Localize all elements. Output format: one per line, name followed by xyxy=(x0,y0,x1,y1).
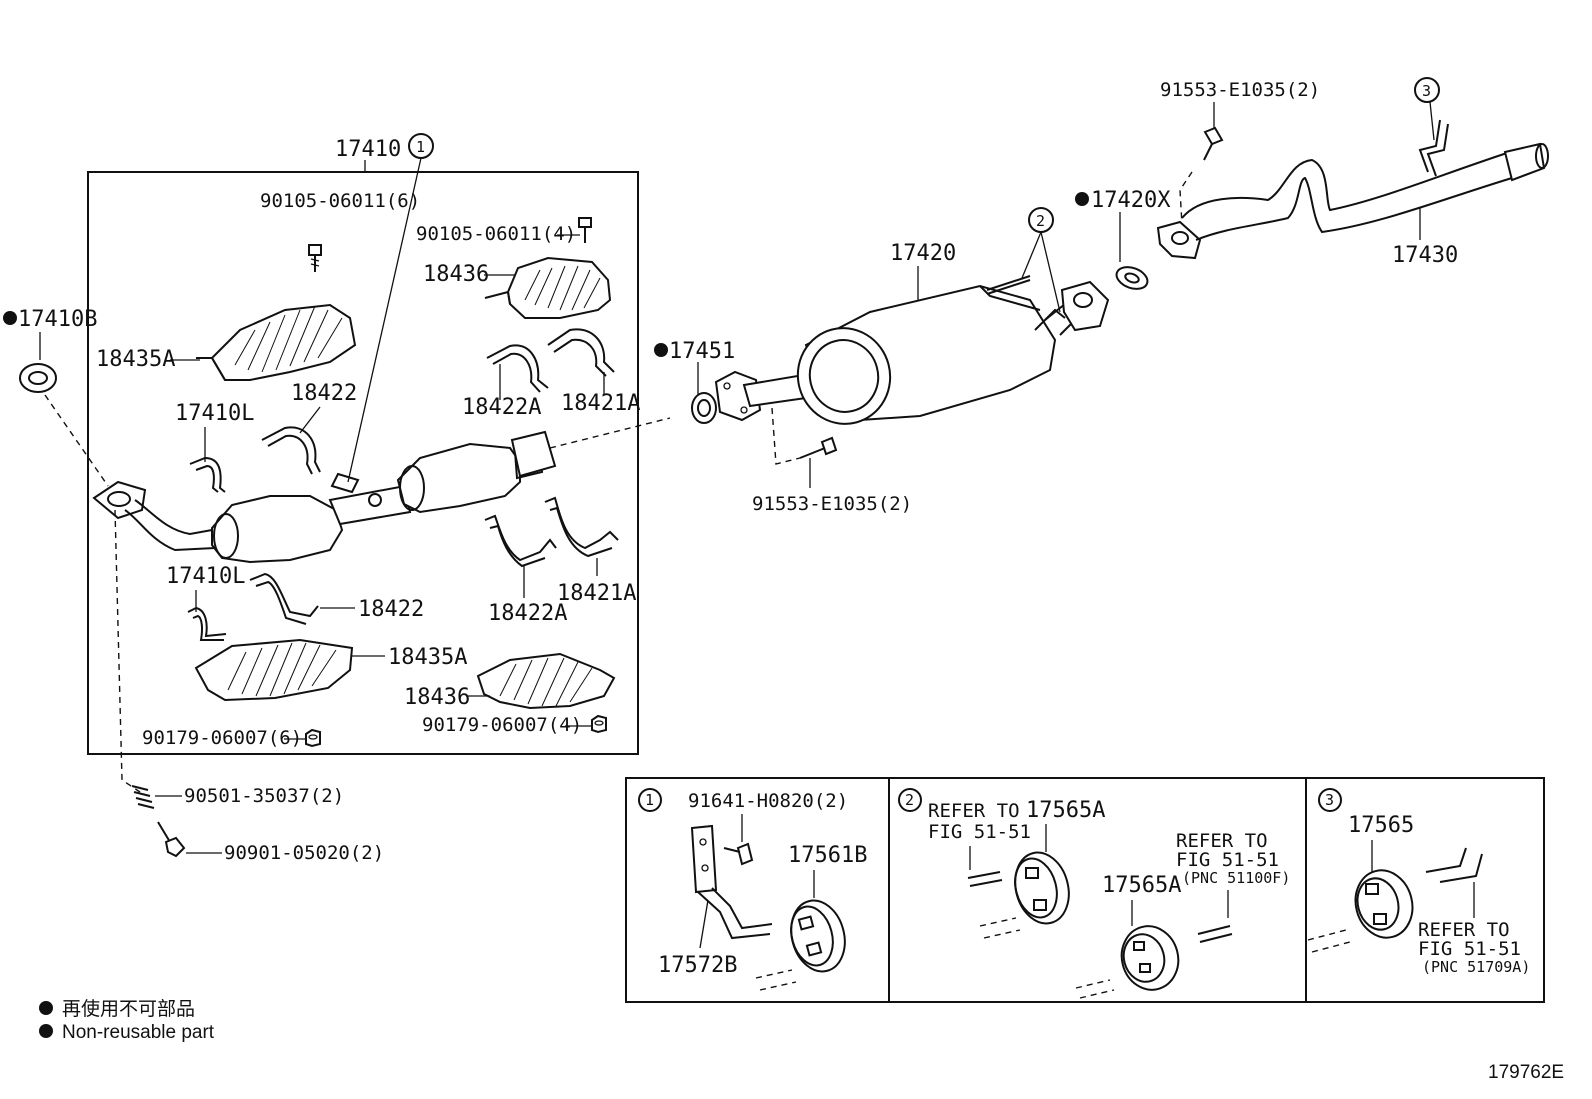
label-90501-35037[interactable]: 90501-35037(2) xyxy=(184,785,344,807)
label-91553-top[interactable]: 91553-E1035(2) xyxy=(1160,79,1320,101)
label-18435A-top[interactable]: 18435A xyxy=(96,347,175,372)
bolt-91553-mid xyxy=(799,436,838,459)
detail-2-pnc-2[interactable]: (PNC 51100F) xyxy=(1182,869,1290,887)
detail-2-fig-2[interactable]: FIG 51-51 xyxy=(1176,849,1279,871)
heat-shield-18435A-bot xyxy=(194,638,354,702)
label-18435A-bot[interactable]: 18435A xyxy=(388,645,467,670)
gasket-17410B xyxy=(19,363,57,393)
detail-2-number: 2 xyxy=(898,788,922,812)
detail-1-17561B-label[interactable]: 17561B xyxy=(788,843,867,868)
bolt-91553-top xyxy=(1203,126,1224,161)
heat-shield-18435A-top xyxy=(196,303,357,381)
svg-text:2: 2 xyxy=(1036,212,1045,230)
svg-text:3: 3 xyxy=(1325,791,1334,809)
clamp-17410L-bot xyxy=(187,606,227,641)
detail-3-17565-label[interactable]: 17565 xyxy=(1348,813,1414,838)
label-nut-90179-4[interactable]: 90179-06007(4) xyxy=(422,714,582,736)
label-18422A-bot[interactable]: 18422A xyxy=(488,601,567,626)
detail-2-17565A-label[interactable]: 17565A xyxy=(1102,873,1181,898)
label-17410B[interactable]: 17410B xyxy=(3,307,97,332)
legend-en: Non-reusable part xyxy=(39,1022,215,1043)
bracket-18422-bot xyxy=(249,572,319,625)
bracket-18422-top xyxy=(261,426,321,475)
gasket-17420X xyxy=(1115,266,1149,290)
heat-shield-18436-top xyxy=(484,256,612,319)
label-17430[interactable]: 17430 xyxy=(1392,243,1458,268)
detail-1-bolt-label[interactable]: 91641-H0820(2) xyxy=(688,790,848,812)
rubber-mount-17565 xyxy=(1354,869,1414,939)
label-18422A-top[interactable]: 18422A xyxy=(462,395,541,420)
svg-text:再使用不可部品: 再使用不可部品 xyxy=(62,998,195,1020)
spring-90501 xyxy=(131,785,155,809)
label-18436-bot[interactable]: 18436 xyxy=(404,685,470,710)
label-18436-top[interactable]: 18436 xyxy=(423,262,489,287)
label-17451[interactable]: 17451 xyxy=(654,339,735,364)
figure-code: 179762E xyxy=(1488,1062,1564,1083)
muffler-17420 xyxy=(714,275,1110,425)
nut-icon xyxy=(591,714,607,734)
bolt-icon xyxy=(578,217,592,243)
label-18422-bot[interactable]: 18422 xyxy=(358,597,424,622)
gasket-17451 xyxy=(691,392,717,424)
bracket-18421A-bot xyxy=(544,496,619,558)
callout-circle-3[interactable]: 3 xyxy=(1414,77,1440,103)
assembly-box-17410 xyxy=(87,171,639,755)
label-17420X[interactable]: 17420X xyxy=(1075,188,1171,213)
label-90901-05020[interactable]: 90901-05020(2) xyxy=(224,842,384,864)
hanger-rod-3 xyxy=(1425,847,1483,883)
detail-3-number: 3 xyxy=(1318,788,1342,812)
rubber-mount-17565A-1 xyxy=(1014,851,1070,925)
heat-shield-18436-bot xyxy=(476,652,616,710)
label-17410[interactable]: 17410 xyxy=(335,137,401,162)
detail-2-refer-1[interactable]: REFER TO xyxy=(928,800,1020,822)
tailpipe-17430 xyxy=(1156,119,1549,260)
svg-text:17451: 17451 xyxy=(669,339,735,364)
callout-circle-1[interactable]: 1 xyxy=(408,133,434,159)
rubber-mount-17565A-2 xyxy=(1120,925,1180,991)
bracket-18422A-bot xyxy=(484,514,557,568)
label-17420[interactable]: 17420 xyxy=(890,241,956,266)
legend-jp: 再使用不可部品 xyxy=(39,998,195,1020)
label-17410L-top[interactable]: 17410L xyxy=(175,401,254,426)
detail-box xyxy=(625,777,1545,1003)
detail-1-17572B-label[interactable]: 17572B xyxy=(658,953,737,978)
label-nut-90179-6[interactable]: 90179-06007(6) xyxy=(142,727,302,749)
svg-text:1: 1 xyxy=(416,138,425,156)
label-17410L-bot[interactable]: 17410L xyxy=(166,564,245,589)
bracket-18422A-top xyxy=(486,344,549,393)
bolt-icon xyxy=(308,244,322,272)
svg-text:2: 2 xyxy=(905,791,914,809)
hanger-bracket-17572B xyxy=(690,824,773,940)
detail-3-pnc[interactable]: (PNC 51709A) xyxy=(1422,958,1530,976)
callout-circle-2[interactable]: 2 xyxy=(1028,207,1054,233)
svg-text:17410B: 17410B xyxy=(18,307,97,332)
label-18421A-bot[interactable]: 18421A xyxy=(557,581,636,606)
svg-text:17420X: 17420X xyxy=(1091,188,1171,213)
detail-2-refer-1-code[interactable]: 17565A xyxy=(1026,798,1105,823)
bracket-18421A-top xyxy=(547,328,615,377)
front-pipe-17410 xyxy=(92,430,557,564)
label-91553-mid[interactable]: 91553-E1035(2) xyxy=(752,493,912,515)
detail-1-number: 1 xyxy=(638,788,662,812)
detail-2-fig-1[interactable]: FIG 51-51 xyxy=(928,821,1031,843)
svg-text:1: 1 xyxy=(645,791,654,809)
svg-text:3: 3 xyxy=(1422,82,1431,100)
clamp-17410L-top xyxy=(189,456,226,493)
bolt-icon xyxy=(723,842,754,866)
detail-2-refer-2[interactable]: REFER TO xyxy=(1176,830,1268,852)
detail-3-refer[interactable]: REFER TO xyxy=(1418,919,1510,941)
label-18421A-top[interactable]: 18421A xyxy=(561,391,640,416)
label-bolt-90105-4[interactable]: 90105-06011(4) xyxy=(416,223,576,245)
svg-text:Non-reusable part: Non-reusable part xyxy=(62,1022,215,1043)
rubber-mount-17561B xyxy=(790,899,846,973)
nut-icon xyxy=(305,728,321,748)
label-bolt-90105-6[interactable]: 90105-06011(6) xyxy=(260,190,420,212)
bolt-90901 xyxy=(157,821,186,858)
label-18422-top[interactable]: 18422 xyxy=(291,381,357,406)
detail-3-fig[interactable]: FIG 51-51 xyxy=(1418,938,1521,960)
